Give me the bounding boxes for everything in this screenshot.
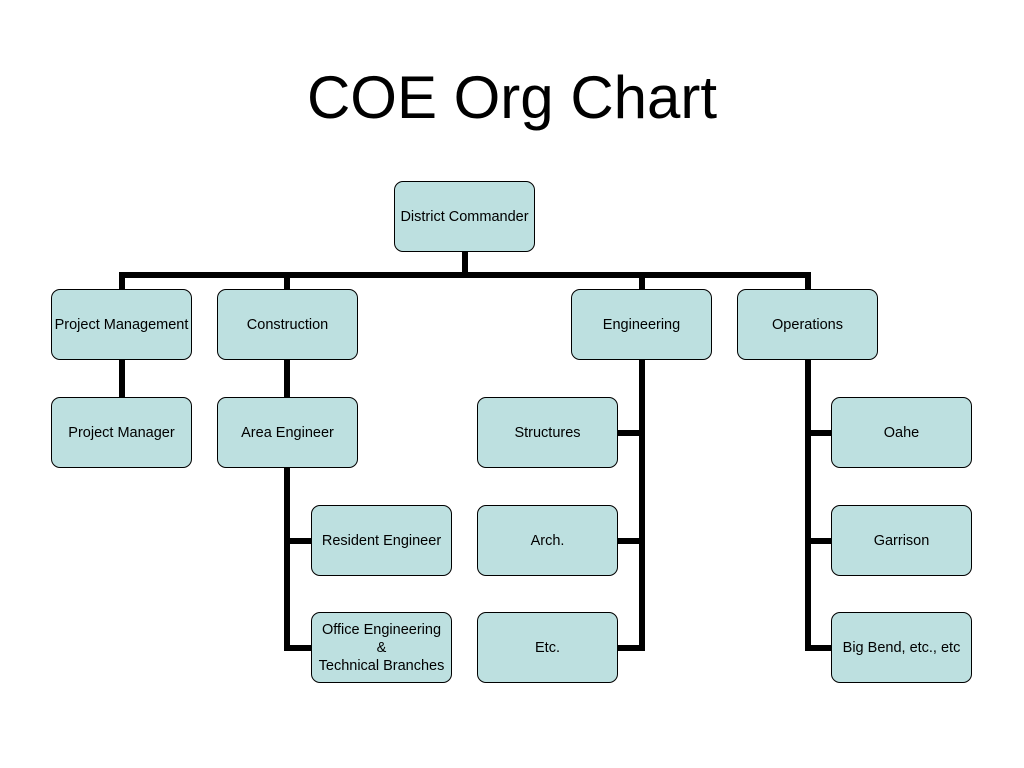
node-operations: Operations bbox=[737, 289, 878, 360]
node-arch: Arch. bbox=[477, 505, 618, 576]
node-office-engineering: Office Engineering & Technical Branches bbox=[311, 612, 452, 683]
node-structures: Structures bbox=[477, 397, 618, 468]
node-district-commander: District Commander bbox=[394, 181, 535, 252]
node-oahe: Oahe bbox=[831, 397, 972, 468]
page-title: COE Org Chart bbox=[306, 64, 718, 131]
node-etc: Etc. bbox=[477, 612, 618, 683]
node-area-engineer: Area Engineer bbox=[217, 397, 358, 468]
node-construction: Construction bbox=[217, 289, 358, 360]
node-project-manager: Project Manager bbox=[51, 397, 192, 468]
node-resident-engineer: Resident Engineer bbox=[311, 505, 452, 576]
node-garrison: Garrison bbox=[831, 505, 972, 576]
node-project-management: Project Management bbox=[51, 289, 192, 360]
node-big-bend: Big Bend, etc., etc bbox=[831, 612, 972, 683]
node-engineering: Engineering bbox=[571, 289, 712, 360]
